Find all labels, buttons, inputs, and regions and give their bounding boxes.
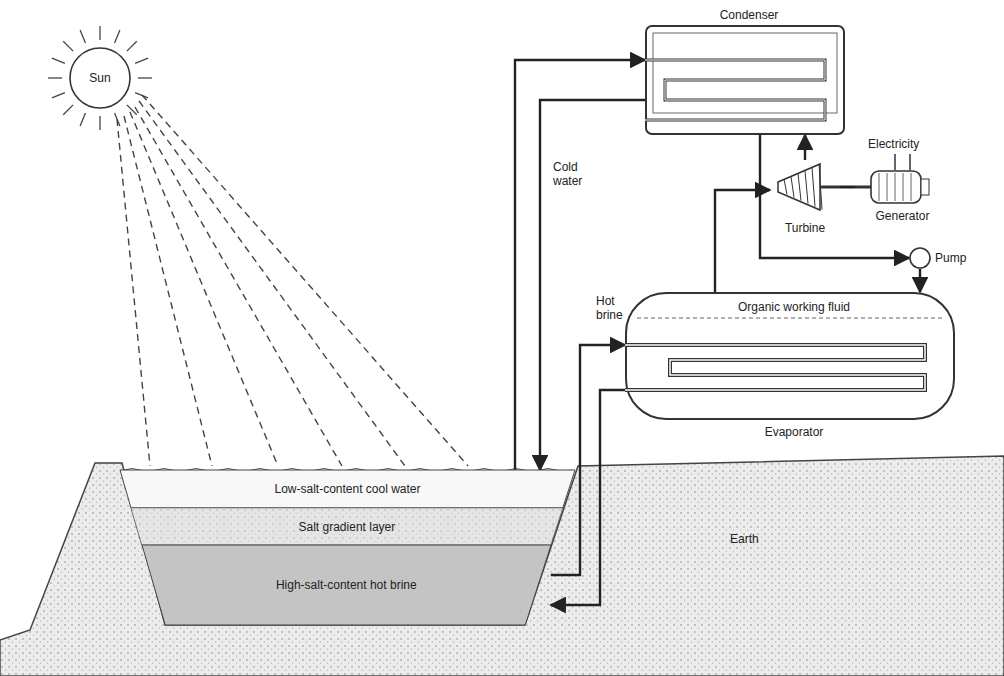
node-label: Generator xyxy=(875,209,929,223)
generator: Generator xyxy=(855,165,950,223)
turbine: Turbine xyxy=(770,160,840,235)
heading-label: Evaporator xyxy=(625,425,963,439)
region-label: Earth xyxy=(730,532,790,546)
output-label: Electricity xyxy=(868,137,948,151)
pipe-line xyxy=(715,190,770,292)
condenser-box: Condenser xyxy=(645,25,853,135)
sun-spokes xyxy=(48,26,152,130)
cool-water-layer: Low-salt-content cool water xyxy=(120,470,575,508)
shaft-line xyxy=(840,186,855,189)
sun-circle: Sun xyxy=(68,46,132,110)
node-label: Low-salt-content cool water xyxy=(274,482,420,496)
condenser-box-outline xyxy=(645,25,845,135)
heading-label: Condenser xyxy=(645,8,853,22)
pipe-line xyxy=(551,345,625,575)
earth-ground xyxy=(0,456,1004,676)
pipe-line xyxy=(760,135,909,258)
node-label: Pump xyxy=(935,251,966,265)
sun-rays xyxy=(117,95,468,466)
pipe-line xyxy=(804,135,806,160)
node-label: Sun xyxy=(89,71,110,85)
evaporator-tank: Organic working fluidEvaporator xyxy=(625,292,963,420)
pump: Pump xyxy=(909,247,966,269)
electricity-wires xyxy=(895,154,910,170)
node-label: Organic working fluid xyxy=(735,300,853,314)
pipe-line xyxy=(919,269,921,292)
pipe-label: Hot brine xyxy=(596,294,626,322)
hot-brine-layer: High-salt-content hot brine xyxy=(142,545,551,625)
node-label: High-salt-content hot brine xyxy=(276,578,417,592)
pipe-line xyxy=(540,100,645,470)
node-label: Salt gradient layer xyxy=(299,520,396,534)
node-label: Turbine xyxy=(785,221,825,235)
pipe-label: Cold water xyxy=(553,160,603,188)
gradient-layer: Salt gradient layer xyxy=(131,508,563,545)
